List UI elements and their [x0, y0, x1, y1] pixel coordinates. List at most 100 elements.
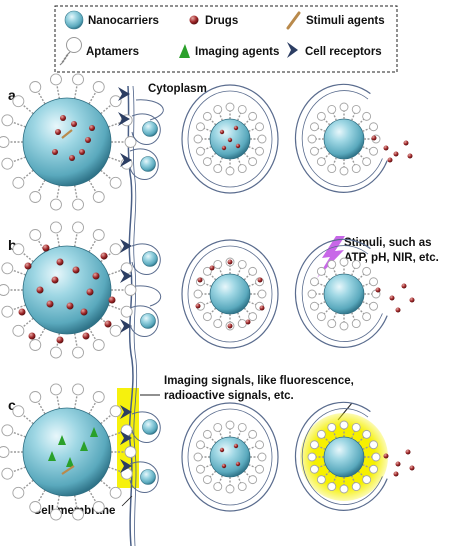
vesicle-inner: [187, 90, 273, 188]
aptamer-strand: [209, 436, 217, 444]
row-b-drug: [108, 296, 116, 304]
row-c-mid-vesicle: [181, 402, 279, 512]
aptamer-strand: [332, 312, 337, 321]
row-c-imaging-agent: [66, 457, 74, 467]
aptamer-strand: [203, 282, 212, 287]
row-b-released-drug: [395, 307, 401, 313]
row-c-bound-2-sphere: [140, 469, 156, 485]
aptamer-strand: [88, 179, 97, 193]
aptamer-strand: [56, 232, 61, 247]
row-b-bound-1-pocket: [131, 243, 161, 276]
row-b-mid-drug: [195, 303, 201, 309]
aptamer-tip: [124, 446, 137, 458]
row-c-imaging-agent: [90, 427, 98, 437]
aptamer-strand: [100, 169, 112, 180]
aptamer-strand: [323, 118, 331, 126]
aptamer-strand: [323, 152, 331, 160]
aptamer-strand: [12, 156, 26, 163]
aptamer-tip: [248, 429, 258, 439]
aptamer-tip: [1, 114, 14, 127]
row-b-bound-2-sphere: [140, 313, 156, 329]
row-b-mid-aptamers: [193, 257, 267, 331]
row-b-drug: [72, 266, 80, 274]
aptamer-tip: [29, 339, 42, 351]
aptamer-tip: [72, 198, 84, 211]
row-b-drug: [66, 302, 74, 310]
row-b-drug: [51, 276, 59, 284]
aptamer-strand: [357, 273, 365, 281]
aptamer-tip: [362, 157, 372, 167]
aptamer-strand: [351, 475, 356, 484]
aptamer-strand: [332, 430, 337, 439]
aptamer-tip: [109, 324, 122, 337]
aptamer-strand: [218, 430, 223, 439]
aptamer-tip: [362, 429, 372, 439]
aptamer-tip: [369, 464, 379, 474]
aptamer-strand: [88, 401, 97, 415]
aptamer-strand: [108, 156, 122, 163]
aptamer-tip: [327, 259, 337, 269]
row-c-bound-2-pocket: [129, 461, 159, 494]
aptamer-tip: [12, 95, 25, 108]
aptamer-tip: [109, 176, 122, 189]
aptamer-tip: [339, 420, 349, 430]
aptamer-strand: [243, 273, 251, 281]
aptamer-strand: [12, 121, 26, 128]
aptamer-strand: [209, 307, 217, 315]
aptamer-tip: [202, 312, 212, 322]
aptamer-strand: [56, 495, 61, 510]
aptamer-tip: [225, 420, 235, 430]
row-b-released-drug: [409, 297, 415, 303]
aptamer-strand: [22, 169, 34, 180]
aptamer-tip: [248, 157, 258, 167]
aptamer-tip: [213, 422, 223, 432]
row-a-pocket-top: [135, 99, 164, 121]
row-a-stimuli-agent: [61, 129, 73, 139]
aptamer-strand: [209, 470, 217, 478]
receptor-c1: [120, 405, 132, 419]
aptamer-tip: [72, 508, 84, 521]
row-c-released-drug: [395, 461, 401, 467]
aptamer-tip: [307, 289, 317, 299]
aptamer-strand: [218, 157, 223, 166]
aptamer-tip: [371, 452, 381, 462]
row-a-released-drug: [407, 153, 413, 159]
row-c-released-drug: [393, 471, 399, 477]
row-b-drug: [18, 308, 26, 316]
legend-nanocarrier-icon: [64, 10, 84, 30]
row-b-drug: [56, 336, 64, 344]
row-b-mid-drug: [257, 277, 263, 283]
aptamer-tip: [369, 301, 379, 311]
receptor-a2: [118, 112, 130, 126]
aptamer-tip: [248, 111, 258, 121]
aptamer-tip: [0, 284, 10, 296]
aptamer-tip: [255, 122, 265, 132]
stimuli-text-line2: ATP, pH, NIR, etc.: [344, 252, 439, 264]
aptamer-tip: [225, 484, 235, 494]
aptamer-tip: [213, 319, 223, 329]
aptamer-strand: [100, 414, 112, 425]
row-a-drug: [55, 129, 61, 135]
aptamer-tip: [351, 104, 361, 114]
aptamer-tip: [193, 134, 203, 144]
aptamer-tip: [12, 243, 25, 256]
aptamer-tip: [195, 146, 205, 156]
row-a-released-drug: [371, 135, 377, 141]
receptor-c3: [120, 459, 132, 473]
aptamer-tip: [309, 440, 319, 450]
aptamer-tip: [362, 111, 372, 121]
aptamer-strand: [108, 466, 122, 473]
row-c-mid-nanocarrier: [209, 436, 251, 478]
aptamer-strand: [218, 475, 223, 484]
aptamer-strand: [351, 312, 356, 321]
row-a-big-nanocarrier: [22, 97, 112, 187]
row-b-mid-drug: [245, 319, 251, 325]
stimulus-bolt-icon: [317, 236, 345, 278]
legend-receptors-label: Cell receptors: [305, 46, 382, 58]
aptamer-tip: [316, 111, 326, 121]
legend-imaging-agent-icon: [179, 44, 190, 58]
aptamer-tip: [255, 146, 265, 156]
aptamer-strand: [237, 157, 242, 166]
aptamer-tip: [202, 111, 212, 121]
row-label-a: a: [8, 87, 16, 103]
